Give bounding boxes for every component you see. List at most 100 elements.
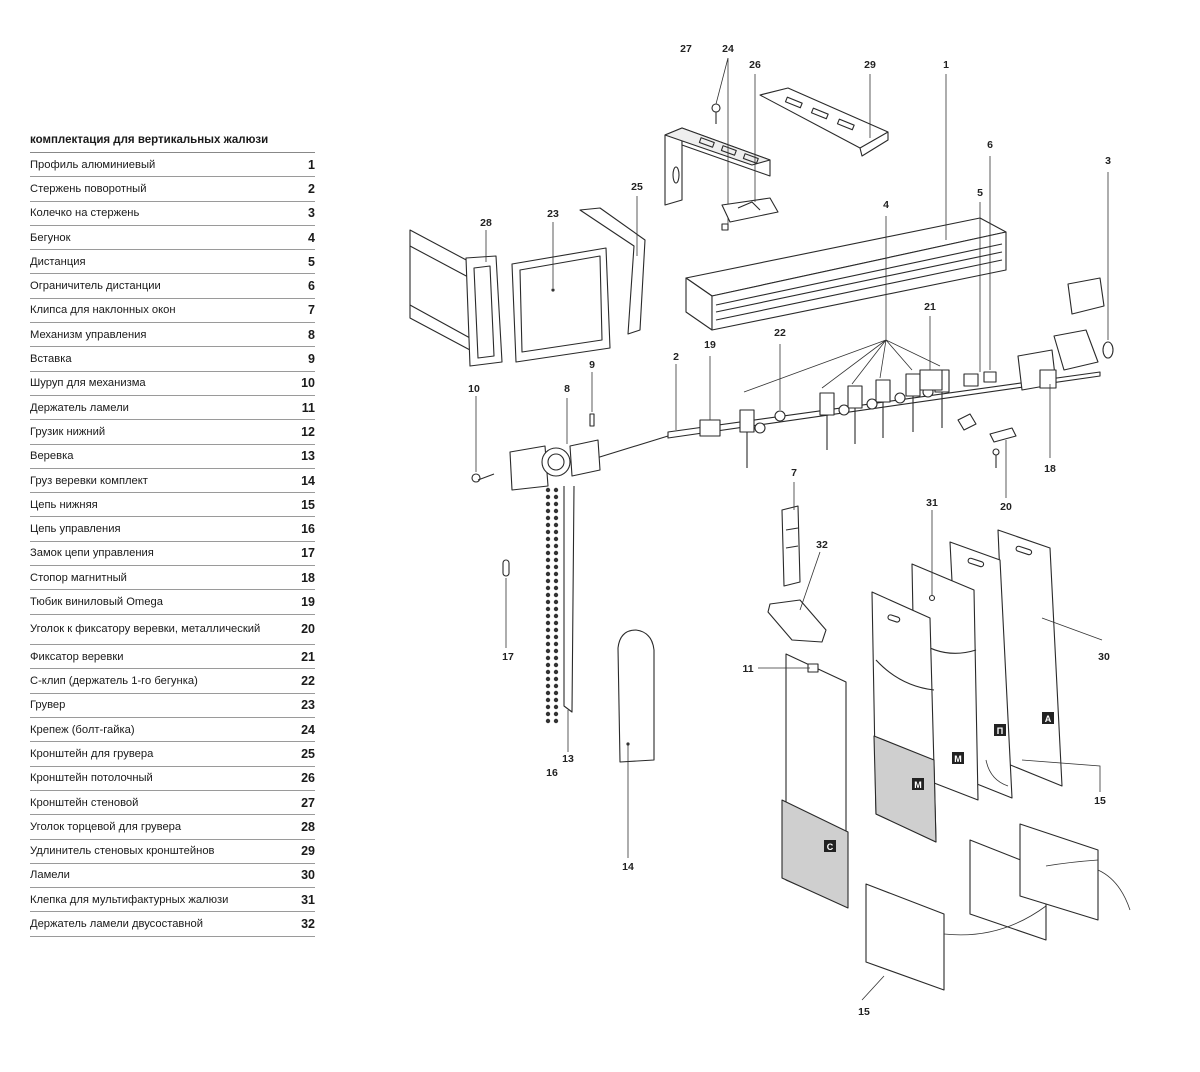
legend-row-number: 5 (308, 254, 315, 269)
callout-8: 8 (564, 383, 570, 395)
legend-row-number: 22 (301, 674, 315, 689)
callout-14: 14 (622, 861, 634, 873)
legend-row-number: 4 (308, 230, 315, 245)
chain-bead (545, 690, 551, 696)
magnetic-stopper-18 (1017, 349, 1057, 458)
control-chain-16 (545, 487, 559, 724)
cord-fixer-21 (919, 316, 943, 391)
legend-row: Крепеж (болт-гайка)24 (30, 718, 315, 743)
slat-mark-k: С (827, 842, 834, 852)
legend-row-label: Фиксатор веревки (30, 650, 124, 663)
legend-row-label: Уголок торцевой для грувера (30, 820, 182, 833)
chain-bead (553, 627, 559, 633)
legend-row-number: 3 (308, 206, 315, 221)
callout-26: 26 (749, 59, 761, 71)
chain-bead (545, 641, 551, 647)
chain-bead (545, 606, 551, 612)
spacers-5-6 (957, 156, 997, 431)
aluminium-profile-1 (685, 74, 1007, 331)
callout-29: 29 (864, 59, 876, 71)
callout-18: 18 (1044, 463, 1056, 475)
two-part-holder-32 (767, 551, 827, 643)
bottom-chain-15 (985, 759, 1101, 792)
legend-row-label: Цепь управления (30, 523, 121, 536)
legend-row-number: 19 (301, 594, 315, 609)
legend-row-label: Клепка для мультифактурных жалюзи (30, 893, 229, 906)
bolt-24 (711, 57, 729, 231)
legend-row-label: Веревка (30, 450, 74, 463)
legend-row-label: Замок цепи управления (30, 547, 154, 560)
callout-13: 13 (562, 753, 574, 765)
callout-19: 19 (704, 339, 716, 351)
callout-20: 20 (1000, 501, 1012, 513)
control-mechanism-8 (509, 398, 601, 491)
legend-row-number: 30 (301, 868, 315, 883)
legend-row: Замок цепи управления 17 (30, 542, 315, 567)
chain-bead (553, 592, 559, 598)
callout-32: 32 (816, 539, 828, 551)
slat-front (871, 591, 937, 843)
callout-7: 7 (791, 467, 797, 479)
chain-bead (545, 585, 551, 591)
groover-23-25-28 (409, 196, 646, 367)
callout-21: 21 (924, 301, 936, 313)
chain-bead (553, 599, 559, 605)
chain-bead (545, 655, 551, 661)
callout-31: 31 (926, 497, 938, 509)
legend-row-number: 18 (301, 570, 315, 585)
chain-bead (545, 564, 551, 570)
legend-row-number: 17 (301, 546, 315, 561)
callout-11: 11 (742, 663, 753, 675)
chain-bead (545, 704, 551, 710)
legend-row-number: 7 (308, 303, 315, 318)
chain-bead (553, 648, 559, 654)
callout-15-slats: 15 (1094, 795, 1106, 807)
chain-bead (545, 662, 551, 668)
chain-bead (553, 606, 559, 612)
chain-bead (545, 487, 551, 493)
chain-bead (545, 508, 551, 514)
chain-bead (545, 515, 551, 521)
chain-bead (553, 536, 559, 542)
legend-row-number: 15 (301, 497, 315, 512)
legend-row-number: 12 (301, 424, 315, 439)
callout-5: 5 (977, 187, 983, 199)
callout-16: 16 (546, 767, 558, 779)
chain-bead (553, 683, 559, 689)
legend-row: Уголок к фиксатору веревки, металлически… (30, 615, 315, 646)
chain-bead (553, 641, 559, 647)
chain-bead (553, 522, 559, 528)
chain-bead (545, 669, 551, 675)
chain-bead (553, 515, 559, 521)
chain-bead (545, 592, 551, 598)
chain-bead (545, 550, 551, 556)
callout-1: 1 (943, 59, 949, 71)
legend-row-label: Клипса для наклонных окон (30, 304, 176, 317)
legend-row-label: Ламели (30, 869, 70, 882)
legend-row-label: Уголок к фиксатору веревки, металлически… (30, 623, 261, 636)
legend-row-number: 16 (301, 522, 315, 537)
bottom-weights-12 (861, 823, 1131, 1001)
legend-row-number: 29 (301, 844, 315, 859)
legend-row-number: 24 (301, 722, 315, 737)
mount-screw-10 (471, 396, 495, 483)
cord-weight-14 (617, 629, 655, 858)
legend-row-number: 14 (301, 473, 315, 488)
chain-bead (553, 662, 559, 668)
chain-bead (545, 634, 551, 640)
chain-bead (553, 655, 559, 661)
vinyl-tube-19 (699, 356, 721, 437)
legend-row: С-клип (держатель 1-го бегунка)22 (30, 669, 315, 694)
